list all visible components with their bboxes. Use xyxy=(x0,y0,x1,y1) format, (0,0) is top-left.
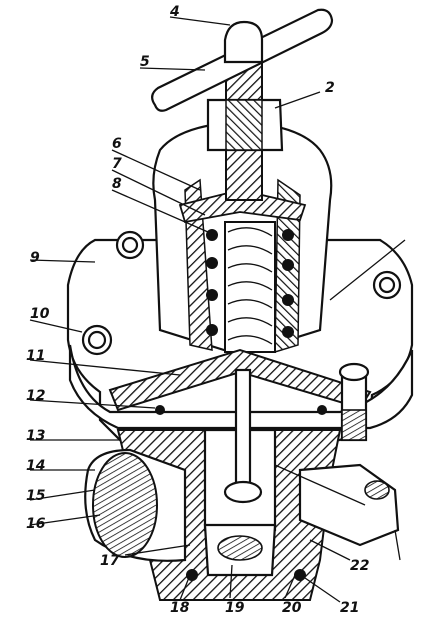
bonnet-wall-section-left xyxy=(184,178,213,351)
t-handle-hub xyxy=(223,20,264,64)
locknut-hatch xyxy=(225,99,263,151)
label-5: 6 xyxy=(112,136,122,152)
cap-screw xyxy=(338,362,370,442)
o-ring-upper-left xyxy=(155,405,165,415)
coil-sections xyxy=(206,229,294,338)
valve-stem xyxy=(234,368,252,487)
label-21: 22 xyxy=(350,558,369,574)
label-10: 11 xyxy=(26,348,45,364)
o-ring-right xyxy=(294,569,306,581)
housing-lower-band xyxy=(68,344,414,430)
bolt-hole-left xyxy=(81,324,113,356)
leader-lines xyxy=(29,16,406,603)
label-18: 19 xyxy=(225,600,245,616)
outlet-fitting xyxy=(274,463,400,547)
bolt-hole-right xyxy=(372,270,402,300)
seat-nut xyxy=(203,523,277,577)
label-8: 9 xyxy=(30,250,40,266)
label-13: 14 xyxy=(26,458,45,474)
label-4: 5 xyxy=(140,54,150,70)
spring xyxy=(224,221,276,353)
o-ring-upper-right xyxy=(317,405,327,415)
label-12: 13 xyxy=(26,428,45,444)
label-20: 21 xyxy=(340,600,359,616)
bolt-hole-top-left xyxy=(115,230,145,260)
label-15: 16 xyxy=(26,516,46,532)
label-17: 18 xyxy=(170,600,190,616)
inlet-port xyxy=(84,448,187,562)
label-9: 10 xyxy=(30,306,50,322)
label-2: 2 xyxy=(325,80,335,96)
label-16: 17 xyxy=(100,553,120,569)
label-6: 7 xyxy=(112,156,122,172)
label-19: 20 xyxy=(282,600,302,616)
label-3: 4 xyxy=(169,4,180,20)
label-7: 8 xyxy=(112,176,122,192)
label-14: 15 xyxy=(26,488,46,504)
label-11: 12 xyxy=(26,388,45,404)
valve-disc xyxy=(223,480,263,504)
